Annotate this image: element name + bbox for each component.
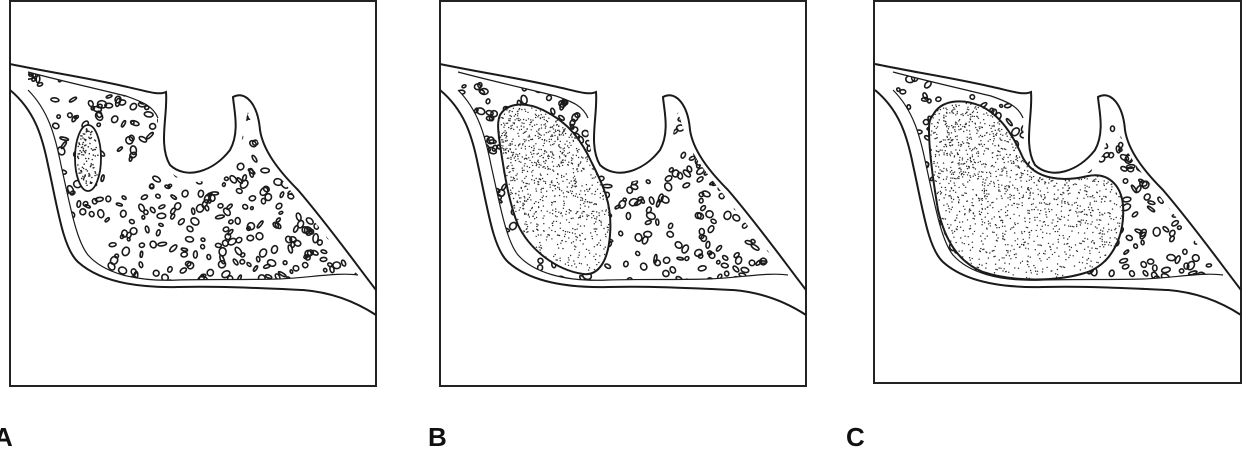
panel-frame <box>440 1 806 386</box>
panel-label-a: A <box>0 424 13 450</box>
panel-a-drawing <box>8 0 378 387</box>
panel-frame <box>10 1 376 386</box>
panel-b <box>438 0 808 387</box>
panel-a <box>8 0 378 387</box>
panel-label-c: C <box>846 424 865 450</box>
panel-label-b: B <box>428 424 447 450</box>
panel-c <box>873 0 1243 385</box>
panel-b-drawing <box>438 0 808 387</box>
panel-c-drawing <box>873 0 1243 385</box>
